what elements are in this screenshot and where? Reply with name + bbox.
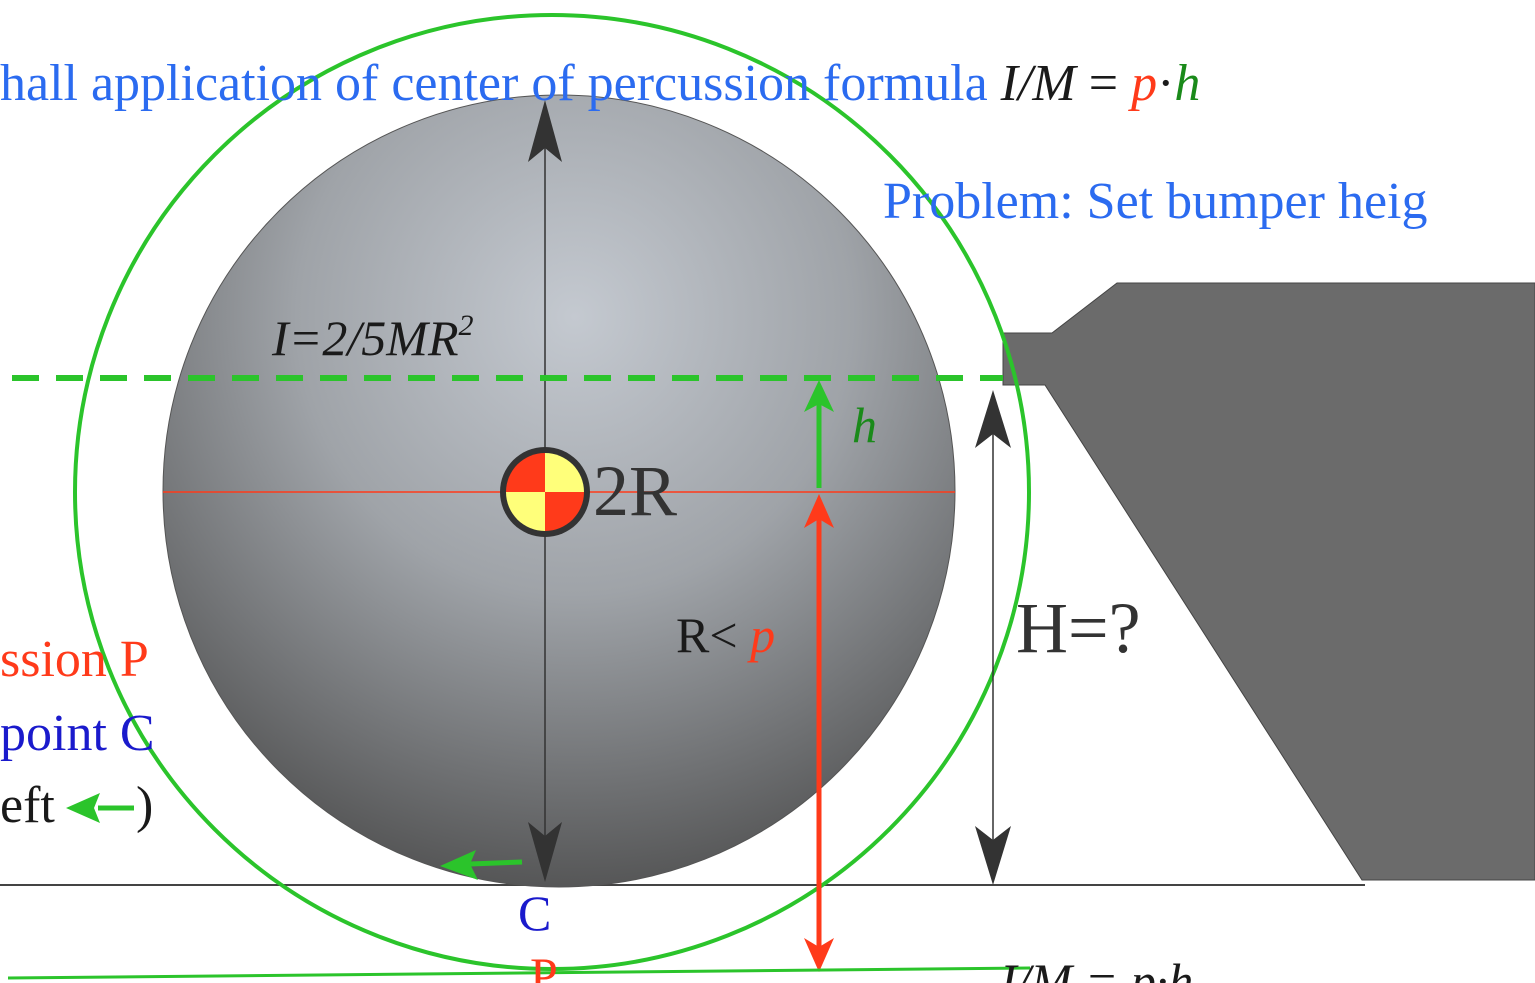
left-text-line3-a: eft (0, 777, 55, 834)
P-label: P (530, 947, 558, 983)
left-text-line1: ssion P (0, 631, 149, 688)
diameter-arrow-down (528, 822, 562, 882)
rolling-circle (73, 13, 1031, 971)
left-text-line2: point C (0, 705, 155, 762)
C-label: C (518, 885, 551, 941)
left-text-arrow-head (66, 793, 100, 823)
contact-left-arrow-line (469, 859, 523, 867)
H-arrow-head-up (975, 390, 1011, 448)
center-of-mass-icon (500, 447, 590, 537)
p-arrow-head-down (804, 938, 834, 972)
H-label: H=? (1016, 588, 1141, 668)
title-text: hall application of center of percussion… (0, 55, 1200, 112)
two-r-label: 2R (593, 451, 677, 531)
diameter-arrow-up (528, 100, 562, 162)
h-arrow-head (804, 380, 834, 412)
r-less-p-label: R< p (676, 607, 775, 663)
left-text-line3-b: ) (136, 777, 153, 834)
h-label: h (852, 397, 877, 453)
bumper-block (1002, 282, 1535, 881)
inertia-label: I=2/5MR2 (271, 309, 473, 366)
bottom-green-line (7, 966, 1031, 980)
problem-text: Problem: Set bumper heig (883, 173, 1427, 230)
H-arrow-head-down (975, 826, 1011, 885)
contact-left-arrow-head (440, 850, 478, 880)
bottom-formula: I/M = p·h (999, 953, 1193, 983)
p-arrow-head-up (804, 494, 834, 528)
